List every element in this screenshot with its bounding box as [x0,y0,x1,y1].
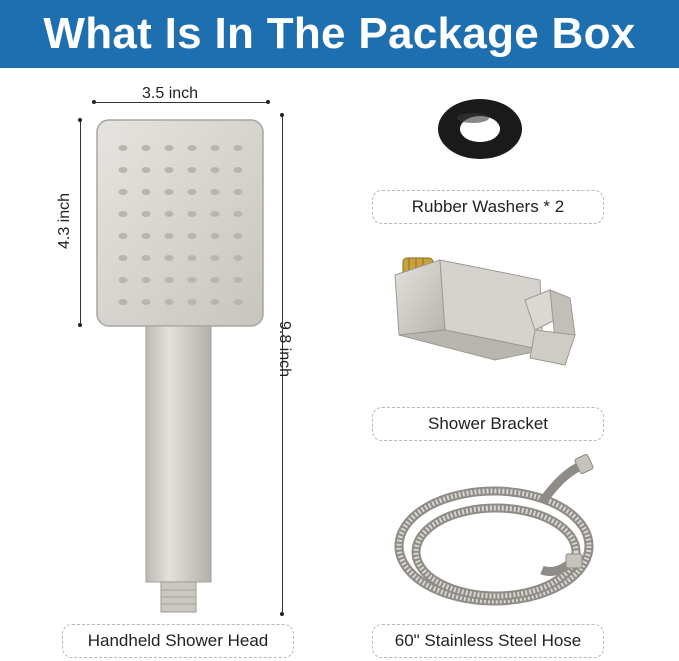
nozzle [141,277,151,283]
nozzle [118,167,128,173]
nozzle [118,233,128,239]
nozzle [141,233,151,239]
nozzle [141,299,151,305]
head-height-dimension-line [80,120,81,326]
head-height-end-bottom [78,323,82,327]
nozzle [187,233,197,239]
nozzle [141,189,151,195]
nozzle [118,255,128,261]
nozzle [141,211,151,217]
nozzle [118,211,128,217]
nozzle [164,189,174,195]
head-height-end-top [78,118,82,122]
steel-hose-icon [394,453,594,606]
nozzle [210,299,220,305]
nozzle [210,211,220,217]
nozzle [233,189,243,195]
nozzle [187,255,197,261]
width-dimension-line [94,102,268,103]
rubber-washer-icon [438,99,522,159]
nozzle [118,145,128,151]
total-height-dimension-line [282,115,283,615]
nozzle [233,167,243,173]
title-banner: What Is In The Package Box [0,0,679,68]
nozzle [233,211,243,217]
nozzle [210,167,220,173]
nozzle [118,189,128,195]
nozzle [187,189,197,195]
width-dimension-end-right [266,100,270,104]
caption-shower-bracket: Shower Bracket [372,407,604,441]
nozzle [164,255,174,261]
width-dimension-end-left [92,100,96,104]
nozzle [187,299,197,305]
nozzle [118,277,128,283]
nozzle [233,277,243,283]
nozzle [187,211,197,217]
nozzle [210,233,220,239]
nozzle [210,277,220,283]
nozzle [187,277,197,283]
nozzle [164,145,174,151]
nozzle [118,299,128,305]
nozzle [141,167,151,173]
nozzle [233,299,243,305]
caption-handheld-shower-head: Handheld Shower Head [62,624,294,658]
nozzle [233,255,243,261]
nozzle [164,211,174,217]
nozzle [164,299,174,305]
width-dimension-label: 3.5 inch [142,85,199,102]
nozzle [233,145,243,151]
page-title: What Is In The Package Box [43,9,636,58]
nozzle [164,277,174,283]
nozzle [164,233,174,239]
nozzle [233,233,243,239]
nozzle [164,167,174,173]
total-height-end-top [280,113,284,117]
nozzle [187,167,197,173]
total-height-end-bottom [280,612,284,616]
nozzle [141,255,151,261]
nozzle [210,255,220,261]
nozzle [187,145,197,151]
caption-steel-hose: 60" Stainless Steel Hose [372,624,604,658]
nozzle [210,145,220,151]
nozzle [141,145,151,151]
caption-rubber-washers: Rubber Washers * 2 [372,190,604,224]
nozzle [210,189,220,195]
shower-bracket-icon [394,257,576,366]
